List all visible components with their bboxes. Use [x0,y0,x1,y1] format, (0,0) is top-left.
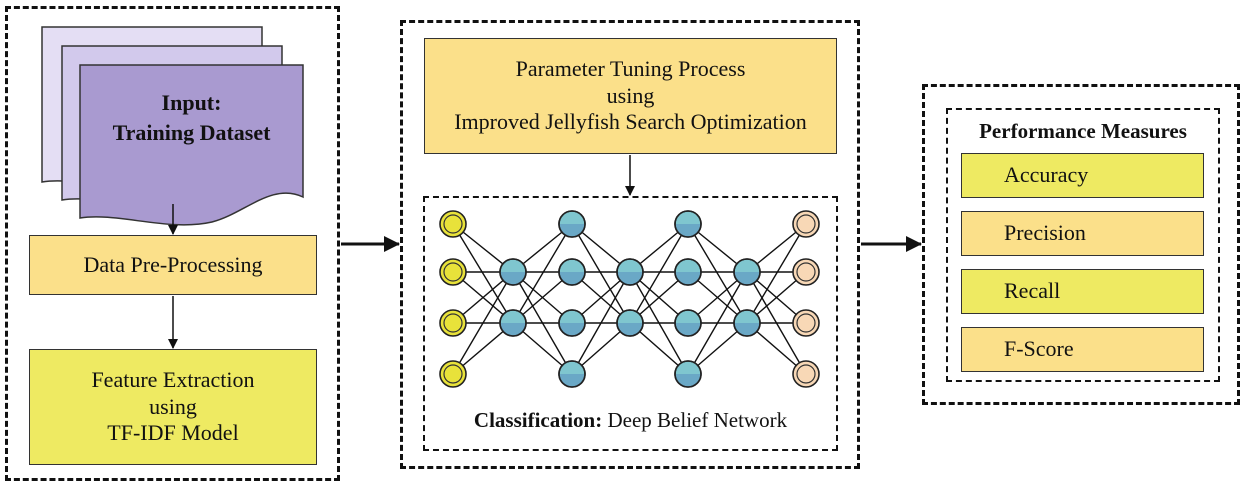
parameter-tuning-line2: using [606,82,655,108]
metric-precision: Precision [961,211,1204,256]
input-label-line2: Training Dataset [112,119,271,145]
network-edge [452,271,514,375]
performance-inner-panel [946,108,1220,382]
metric-accuracy-label: Accuracy [1004,162,1089,188]
input-node [439,210,467,238]
hidden-node [616,258,644,286]
hidden-node [674,210,702,238]
metric-recall: Recall [961,269,1204,314]
classification-panel [400,20,860,469]
network-edge [571,223,631,324]
network-edge [452,223,514,324]
hidden-node [499,309,527,337]
performance-title: Performance Measures [979,119,1187,143]
dbn-panel [423,196,838,451]
network-edge [571,271,631,375]
classification-label-bold: Classification: [473,408,603,432]
input-panel [5,6,340,481]
input-label-line1: Input: [161,90,222,115]
feature-extraction-line3: TF-IDF Model [107,420,239,446]
network-edge [687,271,748,375]
hidden-node [733,258,761,286]
hidden-node [674,309,702,337]
input-node [439,309,467,337]
output-node [792,258,820,286]
hidden-node [616,309,644,337]
hidden-node [558,360,586,388]
hidden-node [558,210,586,238]
parameter-tuning-line3: Improved Jellyfish Search Optimization [454,109,807,135]
feature-extraction-line1: Feature Extraction [91,366,255,392]
input-node [439,258,467,286]
network-nodes [439,210,820,388]
feature-extraction-line2: using [149,393,197,419]
data-preprocessing-label: Data Pre-Processing [83,251,263,277]
network-edge [746,223,807,324]
performance-panel [922,84,1240,405]
parameter-tuning-box: Parameter Tuning Process using Improved … [424,38,837,154]
metric-precision-label: Precision [1004,220,1086,246]
classification-label-rest: Deep Belief Network [602,408,788,432]
hidden-node [733,309,761,337]
network-edge [629,223,689,324]
metric-accuracy: Accuracy [961,153,1204,198]
input-node [439,360,467,388]
network-edge [512,223,573,324]
hidden-node [558,309,586,337]
output-node [792,210,820,238]
classification-label: Classification: Deep Belief Network [423,408,838,433]
input-label: Input: Training Dataset [80,88,303,147]
output-node [792,309,820,337]
metric-fscore: F-Score [961,327,1204,372]
metric-fscore-label: F-Score [1004,336,1074,362]
hidden-node [674,258,702,286]
hidden-node [674,360,702,388]
data-preprocessing-box: Data Pre-Processing [29,235,317,295]
network-edge [687,223,748,324]
parameter-tuning-line1: Parameter Tuning Process [515,55,746,81]
hidden-node [499,258,527,286]
feature-extraction-box: Feature Extraction using TF-IDF Model [29,349,317,465]
output-node [792,360,820,388]
metric-recall-label: Recall [1004,278,1061,304]
document-front-sheet [79,64,304,226]
hidden-node [558,258,586,286]
